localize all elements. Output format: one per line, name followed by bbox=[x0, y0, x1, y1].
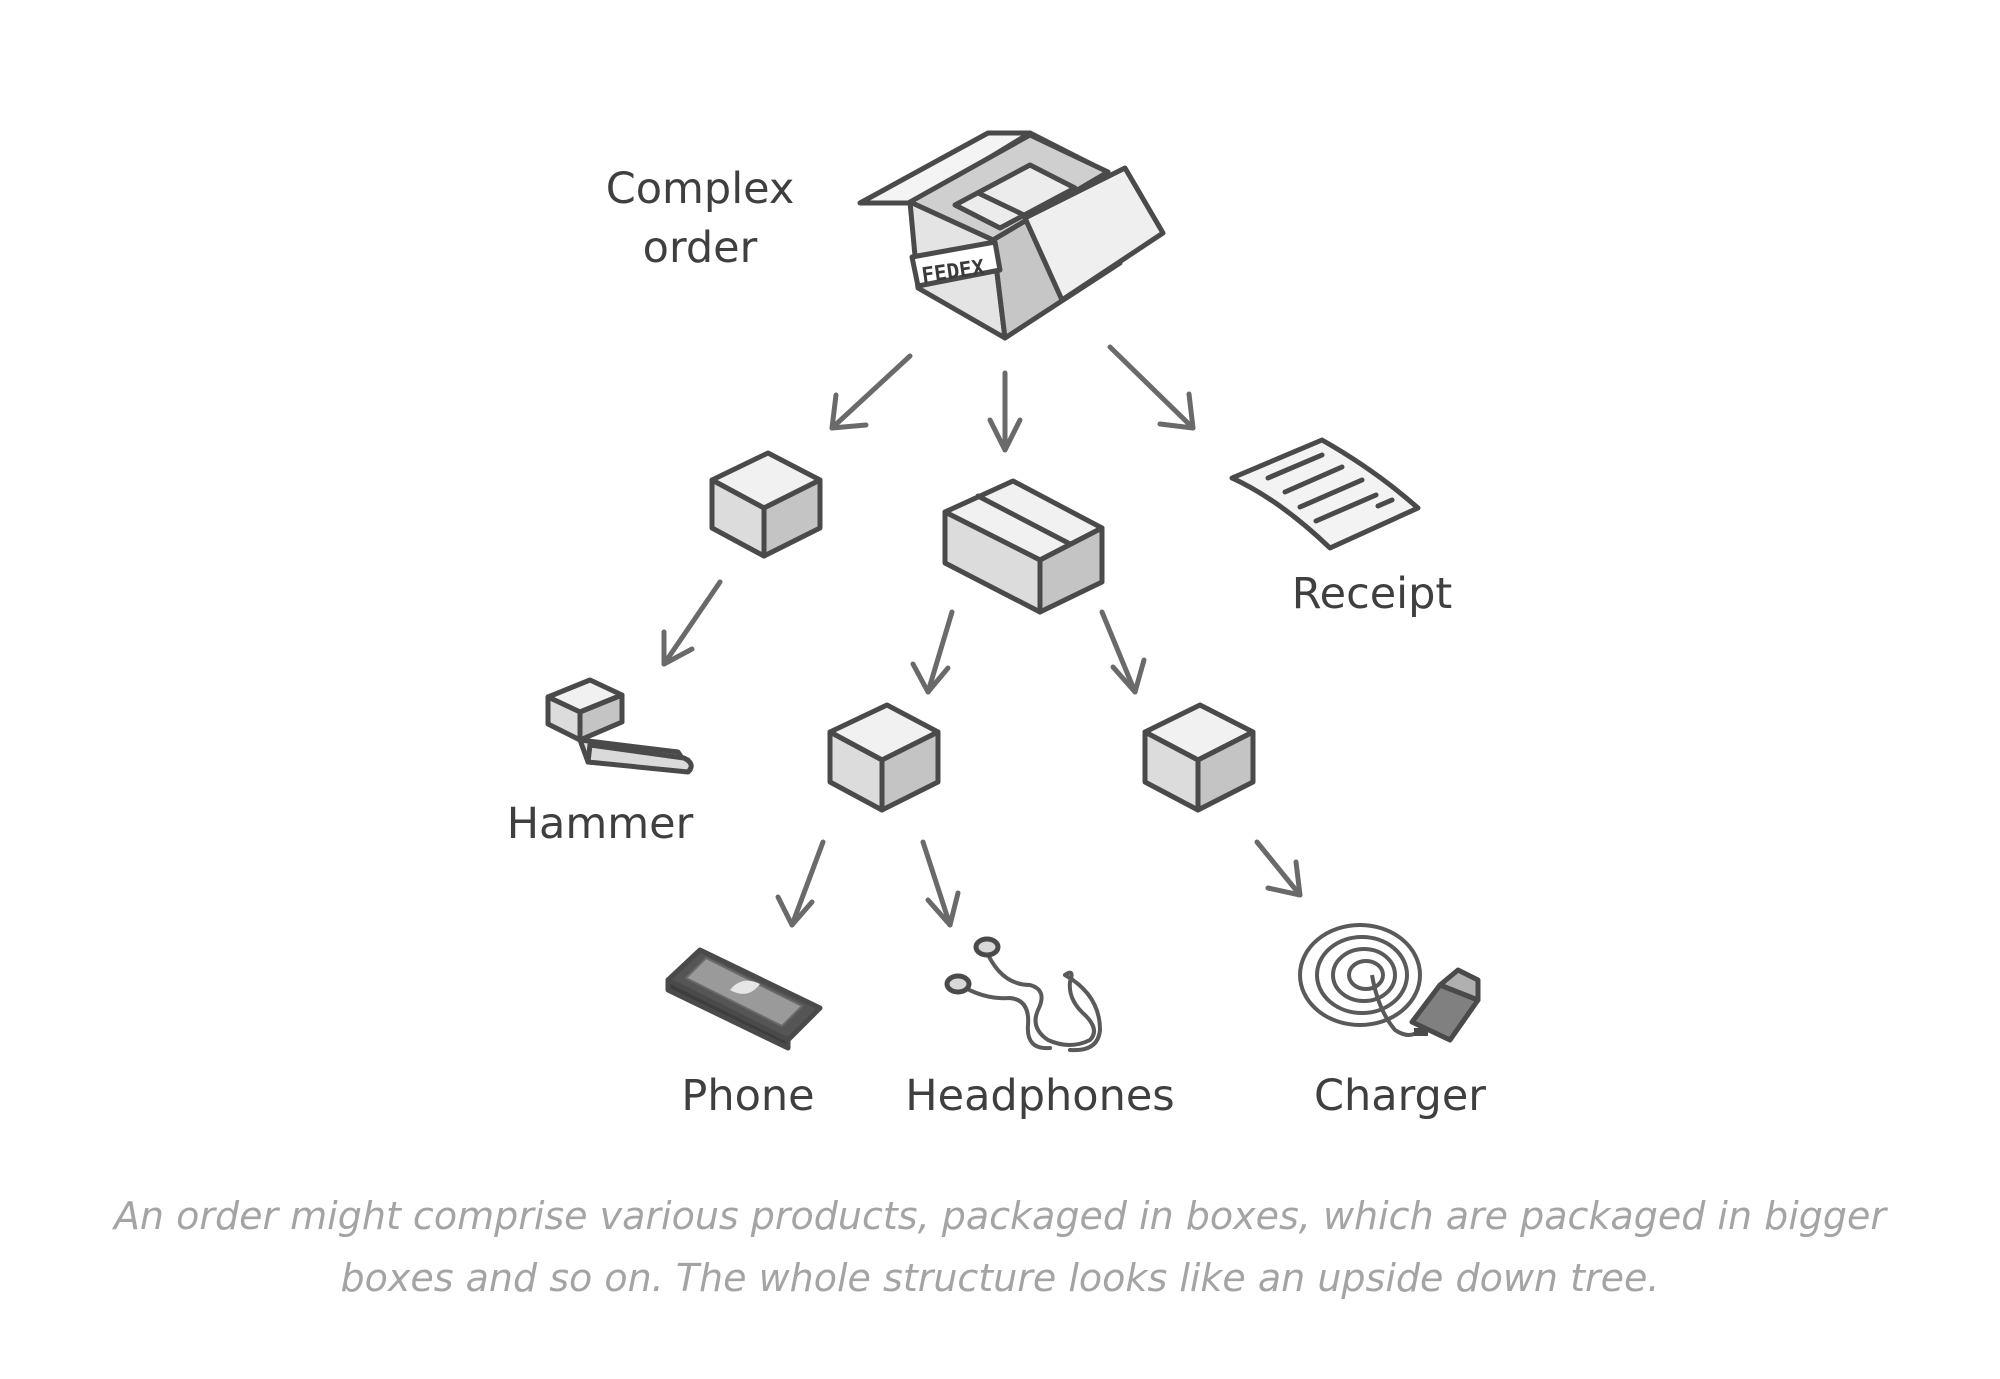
complex-order-label-line2: order bbox=[643, 223, 758, 273]
headphones-icon bbox=[944, 936, 1103, 1053]
hammer-icon bbox=[545, 677, 694, 775]
arrow-root-to-box-left bbox=[829, 353, 913, 431]
arrow-big-box-to-box-a bbox=[910, 609, 955, 695]
arrow-root-to-box-middle bbox=[987, 370, 1023, 453]
phone-label: Phone bbox=[681, 1071, 814, 1121]
arrow-big-box-to-box-b bbox=[1099, 609, 1147, 695]
big-box-middle-icon bbox=[942, 478, 1105, 615]
phone-icon bbox=[665, 947, 823, 1051]
arrow-box-a-to-headphones bbox=[920, 839, 961, 928]
arrow-box-a-to-phone bbox=[775, 839, 826, 928]
arrow-root-to-receipt bbox=[1107, 344, 1196, 431]
receipt-icon bbox=[1229, 437, 1421, 551]
complex-order-label-line1: Complex bbox=[606, 164, 795, 214]
headphones-label: Headphones bbox=[905, 1071, 1174, 1121]
hammer-label: Hammer bbox=[507, 799, 694, 849]
receipt-label: Receipt bbox=[1292, 569, 1453, 619]
figure-caption: An order might comprise various products… bbox=[113, 1194, 1887, 1300]
charger-icon bbox=[1298, 923, 1481, 1043]
complex-order-box-icon: FEDEX bbox=[857, 130, 1166, 341]
charger-label: Charger bbox=[1314, 1071, 1486, 1121]
small-box-b-icon bbox=[1142, 702, 1256, 813]
arrow-box-left-to-hammer bbox=[661, 579, 723, 667]
small-box-a-icon bbox=[827, 702, 941, 813]
small-box-left-icon bbox=[709, 450, 823, 559]
arrow-box-b-to-charger bbox=[1254, 839, 1303, 898]
